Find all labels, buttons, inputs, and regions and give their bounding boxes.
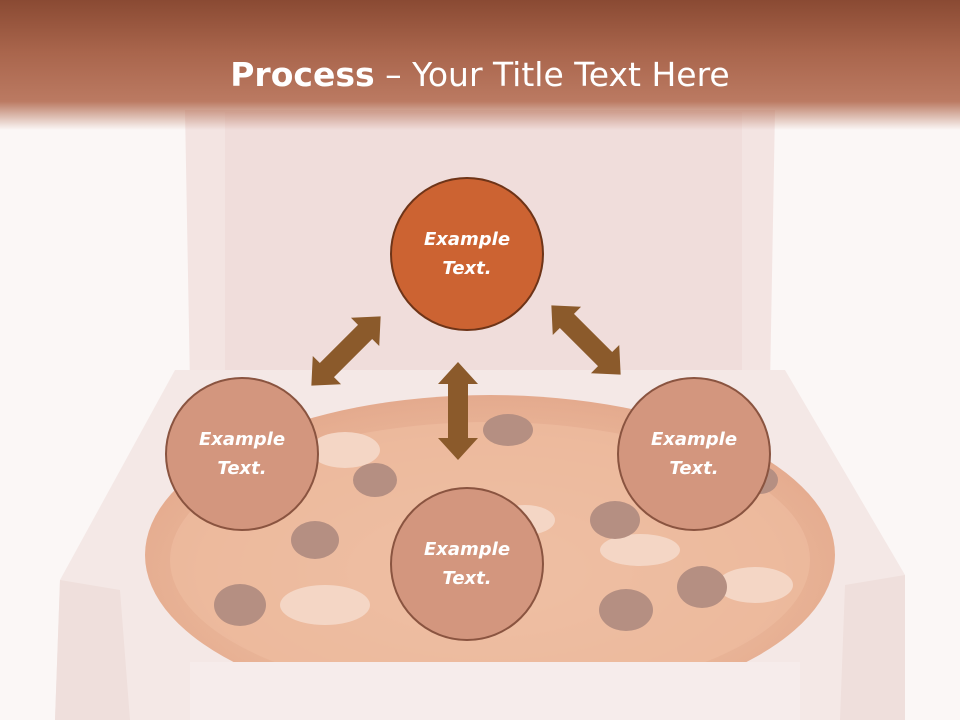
vertical-double-arrow (438, 362, 478, 460)
left-diagonal-double-arrow (311, 316, 381, 386)
process-node-top[interactable]: Example Text. (390, 177, 544, 331)
process-node-right[interactable]: Example Text. (617, 377, 771, 531)
process-node-bottom[interactable]: Example Text. (390, 487, 544, 641)
title-rest-part: – Your Title Text Here (374, 55, 730, 94)
right-diagonal-double-arrow (551, 305, 621, 375)
title-banner (0, 0, 960, 130)
process-node-left[interactable]: Example Text. (165, 377, 319, 531)
slide-title[interactable]: Process – Your Title Text Here (0, 52, 960, 98)
process-node-left-label: Example Text. (198, 429, 286, 479)
process-node-top-label: Example Text. (423, 229, 511, 279)
process-node-right-label: Example Text. (650, 429, 738, 479)
title-bold-part: Process (230, 55, 375, 94)
process-node-bottom-label: Example Text. (423, 539, 511, 589)
